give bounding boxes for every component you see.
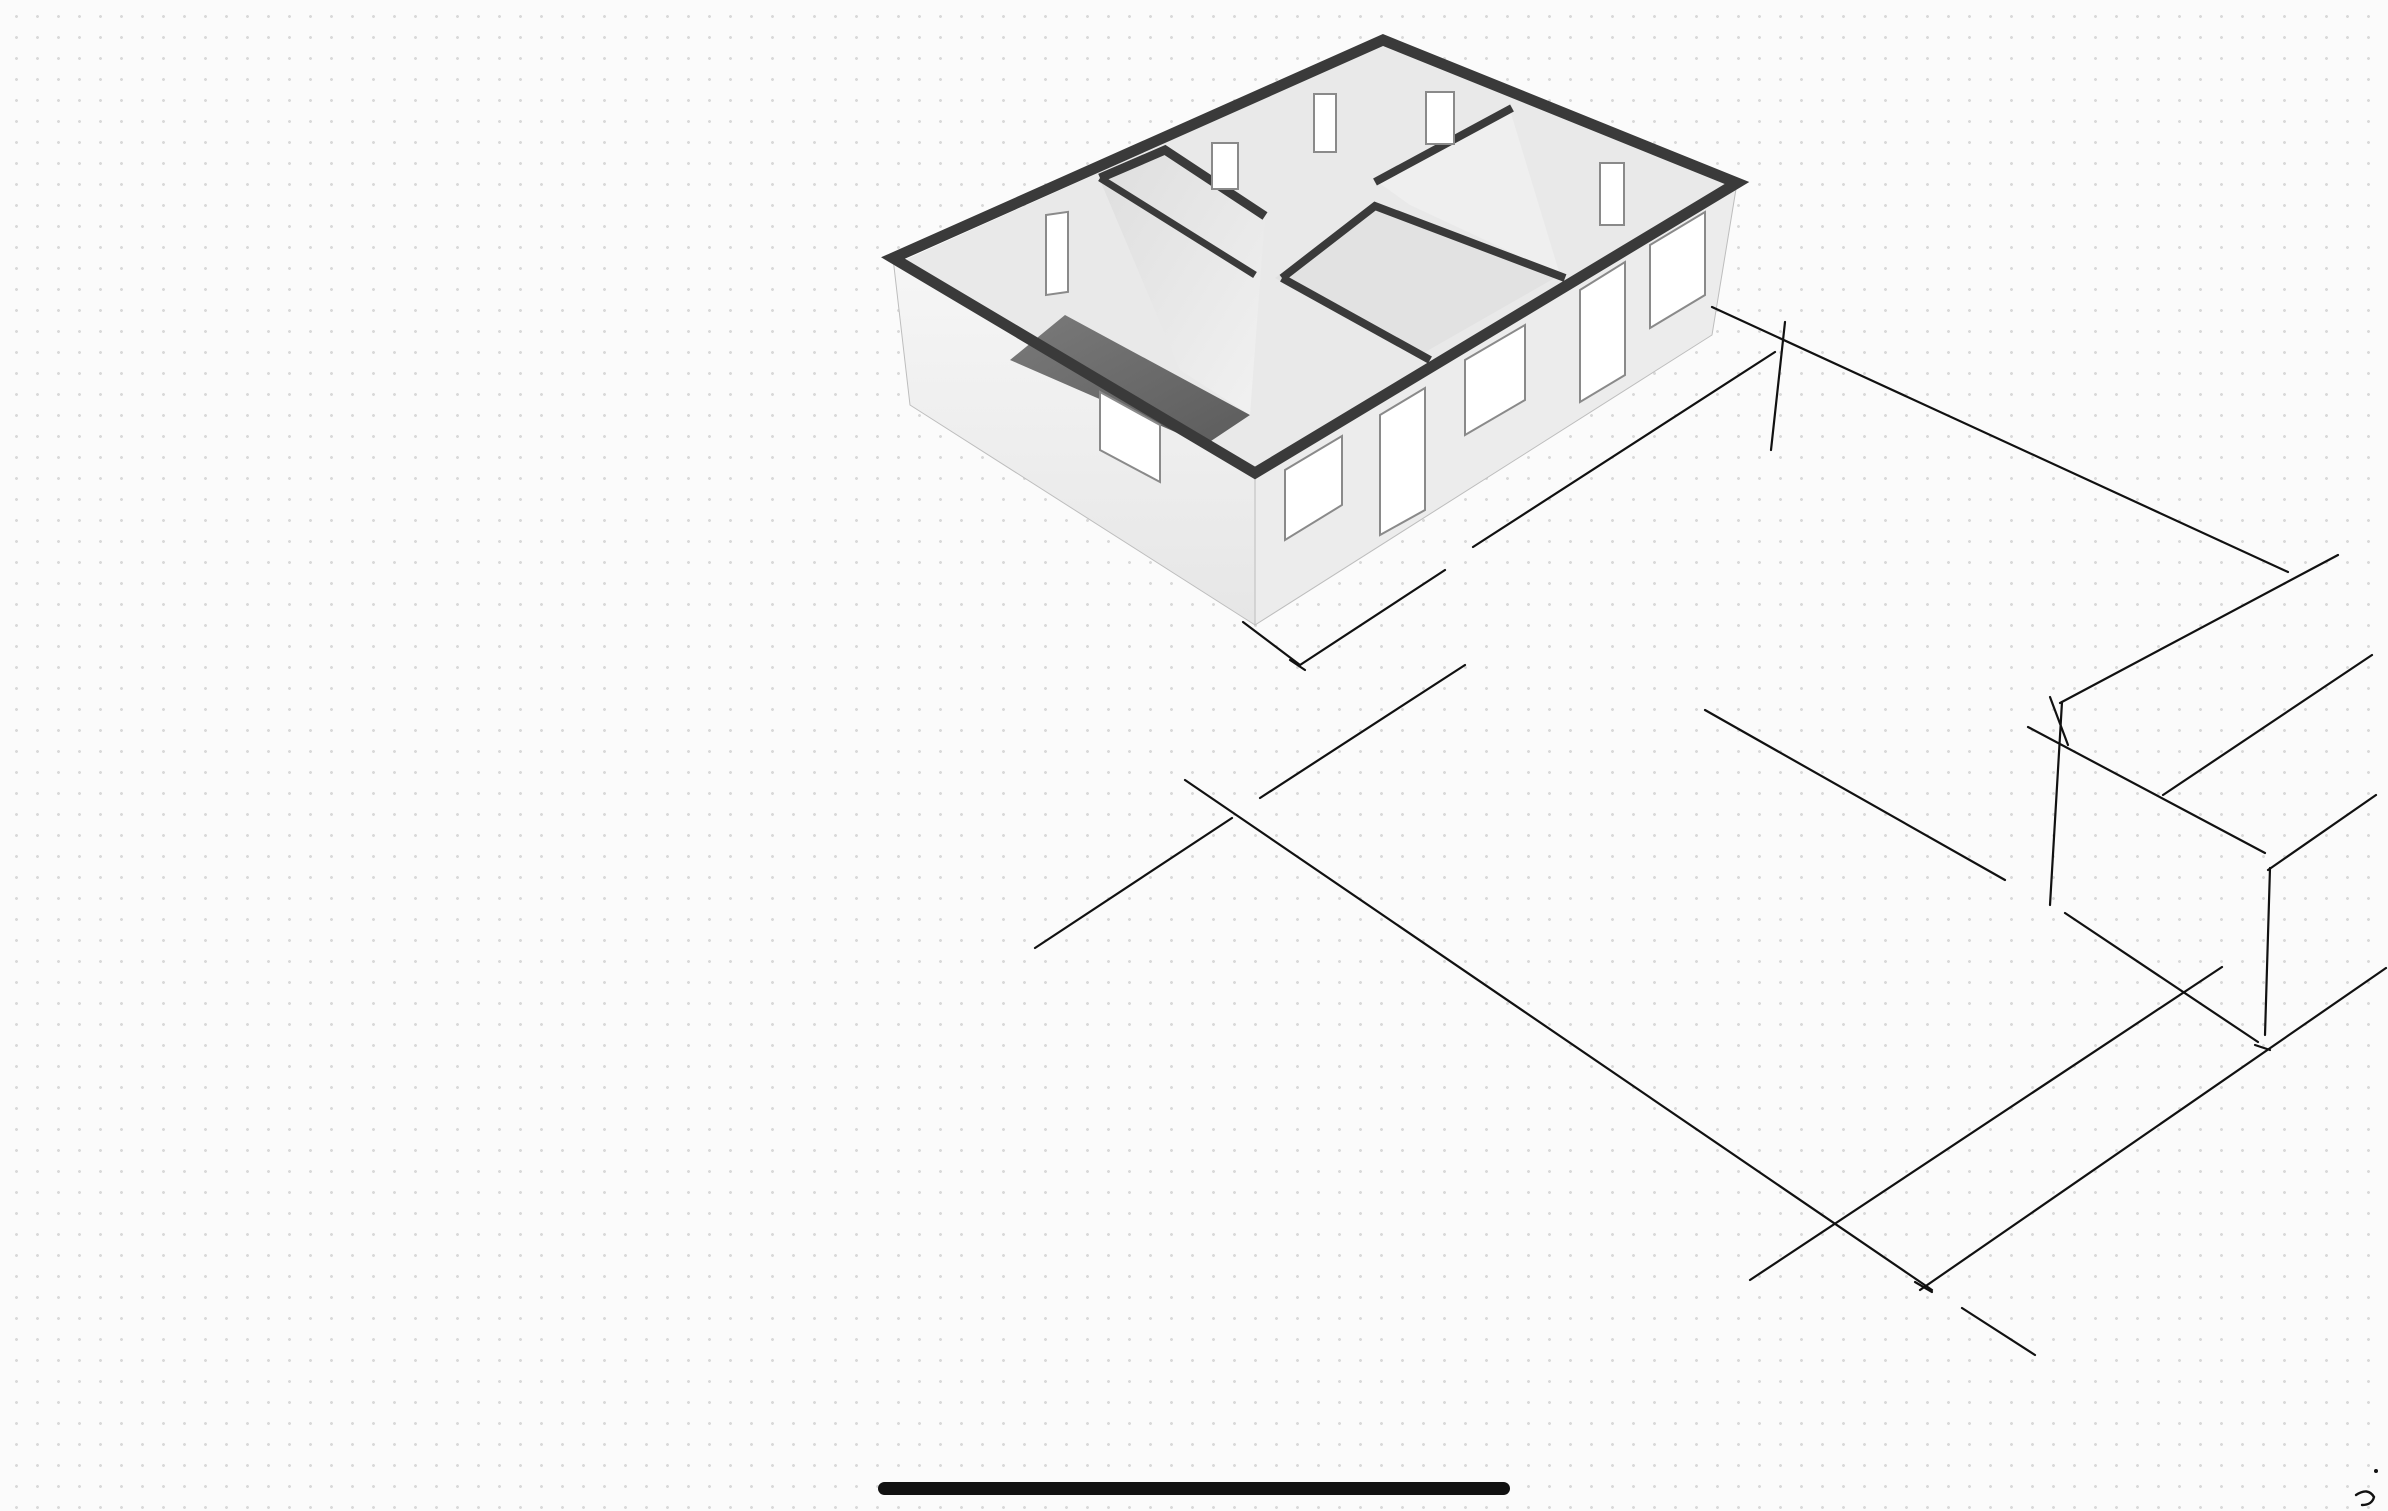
- partial-glyph-icon[interactable]: [2352, 1467, 2380, 1507]
- stroke-12[interactable]: [2026, 725, 2267, 855]
- stroke-3[interactable]: [1288, 658, 1307, 672]
- stroke-2[interactable]: [1298, 568, 1447, 667]
- partition-wall-1: [1098, 144, 1268, 220]
- stroke-9[interactable]: [1183, 778, 1934, 1292]
- stroke-7[interactable]: [1258, 663, 1467, 800]
- stroke-8[interactable]: [1033, 816, 1234, 950]
- partition-wall-3: [1279, 201, 1567, 282]
- partition-wall-4: [1280, 274, 1432, 364]
- stroke-17[interactable]: [2263, 866, 2272, 1037]
- stroke-15[interactable]: [2161, 653, 2374, 797]
- house-wall-top-rim: [881, 34, 1750, 480]
- stroke-4[interactable]: [1471, 350, 1777, 549]
- inner-windows: [1045, 91, 1625, 297]
- stroke-13[interactable]: [2048, 700, 2064, 907]
- partition-wall-5: [1098, 175, 1257, 278]
- stroke-21[interactable]: [1918, 966, 2388, 1292]
- stroke-6[interactable]: [1710, 305, 2290, 574]
- stroke-23[interactable]: [1960, 1306, 2037, 1357]
- room-floor: [1010, 315, 1250, 445]
- sketch-strokes[interactable]: [1033, 305, 2388, 1357]
- stroke-16[interactable]: [2266, 793, 2378, 872]
- inner-wall-shade-3: [1375, 110, 1560, 275]
- house-3d-model[interactable]: [881, 34, 1750, 626]
- stroke-22[interactable]: [1913, 1280, 1934, 1294]
- stroke-14[interactable]: [2048, 695, 2070, 747]
- inner-wall-shade-1: [1100, 150, 1265, 415]
- stroke-20[interactable]: [1748, 965, 2224, 1282]
- inner-wall-shade-2: [1275, 206, 1560, 355]
- stroke-18[interactable]: [2063, 911, 2260, 1044]
- stroke-5[interactable]: [1769, 320, 1787, 452]
- stroke-1[interactable]: [1241, 620, 1302, 667]
- stroke-11[interactable]: [2058, 553, 2340, 705]
- home-indicator-bar[interactable]: [878, 1482, 1510, 1495]
- outer-windows: [1099, 210, 1706, 542]
- stroke-10[interactable]: [1703, 708, 2007, 882]
